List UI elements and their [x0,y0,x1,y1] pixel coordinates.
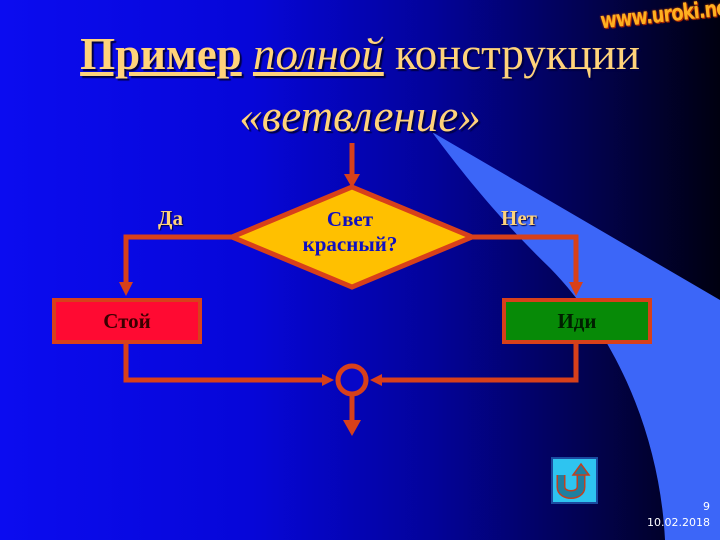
condition-line-1: Свет [326,207,374,231]
slide-date: 10.02.2018 [647,516,710,529]
slide-number: 9 [703,500,710,513]
condition-line-2: красный? [302,232,398,256]
decision-diamond [225,184,479,290]
go-action-label: Иди [557,308,597,333]
go-action-box: Иди [502,298,652,344]
slide-title: Пример полной конструкции [0,28,720,80]
u-turn-arrow-icon [556,462,591,499]
stop-action-label: Стой [103,308,151,333]
title-word-construction: конструкции [395,29,640,79]
merge-connector [335,363,369,397]
no-label: Нет [501,206,537,230]
yes-label: Да [158,206,183,230]
slide-subtitle: «ветвление» [239,91,481,141]
stop-action-box: Стой [52,298,202,344]
title-word-example: Пример [80,29,242,79]
title-word-full: полной [252,29,384,79]
return-button[interactable] [551,457,598,504]
condition-text: Свет красный? [270,207,430,257]
